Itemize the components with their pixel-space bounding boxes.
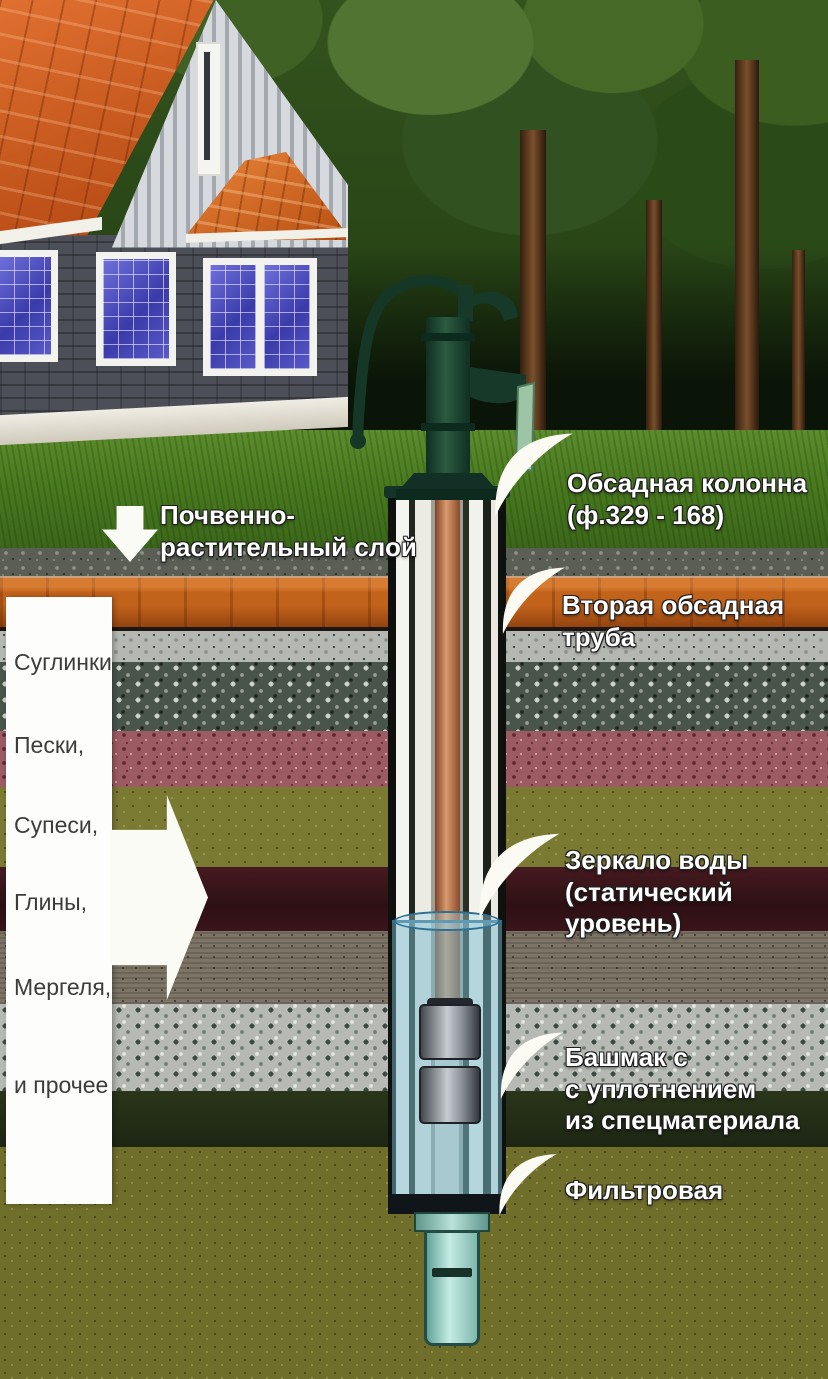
callout-shoe: Башмак с с уплотнением из спецматериала [565, 1042, 800, 1137]
tree-trunk [646, 200, 662, 470]
gable-window-slit [204, 52, 210, 160]
callout-water-level-line3: уровень) [565, 908, 682, 939]
callout-casing: Обсадная колонна (ф.329 - 168) [567, 468, 807, 531]
house-window [96, 252, 176, 366]
filter-collar [414, 1212, 490, 1232]
callout-shoe-line1: Башмак с [565, 1042, 688, 1072]
callout-arrow-second-casing [502, 567, 566, 635]
topsoil-label: Почвенно- растительный слой [160, 500, 417, 563]
soil-type-label: Пески, [14, 732, 85, 758]
callout-second-casing: Вторая обсадная труба [562, 590, 784, 653]
pump-handle [352, 275, 474, 441]
house [0, 0, 350, 450]
callout-second-casing-line1: Вторая обсадная [562, 590, 785, 620]
pump-rod [458, 285, 473, 321]
pump-base-flange [400, 473, 496, 489]
submersible-pump-lower [419, 1066, 481, 1124]
filter-slot [432, 1268, 472, 1277]
soil-types-panel: Суглинки Пески, Супеси, Глины, Мергеля, … [6, 597, 112, 1204]
topsoil-label-line2: растительный слой [160, 531, 417, 562]
soil-type-label: Глины, [14, 889, 88, 915]
soil-type-label: Супеси, [14, 812, 99, 838]
soil-type-label: и прочее [14, 1072, 109, 1098]
pump-handle-grip [350, 433, 366, 449]
pump-spout [470, 367, 526, 404]
callout-filter-line1: Фильтровая [565, 1175, 724, 1205]
pump-gooseneck [466, 291, 518, 321]
callout-arrow-filter [499, 1154, 557, 1216]
pump-body-band [421, 333, 475, 341]
callout-water-level-line1: Зеркало воды [565, 845, 749, 875]
submersible-pump-cap [427, 998, 473, 1008]
callout-water-level: Зеркало воды (статический уровень) [565, 845, 748, 940]
callout-arrow-casing [495, 433, 573, 517]
submersible-pump-upper [419, 1004, 481, 1060]
pump-base-plate [396, 489, 500, 500]
casing-shoe [388, 1194, 506, 1214]
callout-water-level-line2: (статический [565, 876, 733, 907]
callout-shoe-line2: с уплотнением [565, 1073, 757, 1104]
callout-shoe-line3: из спецматериала [565, 1105, 800, 1136]
soil-type-label: Мергеля, [14, 974, 112, 1000]
pump-body-band [421, 423, 475, 431]
house-window [257, 258, 317, 376]
static-water-level-line [394, 911, 500, 931]
callout-arrow-water-level [479, 833, 560, 920]
soil-type-label: Суглинки [14, 649, 112, 675]
tree-trunk [735, 60, 759, 470]
tree-trunk [792, 250, 805, 470]
house-window [0, 250, 58, 362]
callout-filter: Фильтровая [565, 1175, 723, 1207]
pump-body [426, 317, 470, 475]
callout-arrow-shoe [500, 1032, 564, 1100]
callout-casing-line2: (ф.329 - 168) [567, 499, 725, 530]
house-window [203, 258, 263, 376]
callout-casing-line1: Обсадная колонна [567, 468, 808, 498]
topsoil-label-line1: Почвенно- [160, 500, 296, 530]
filter-section [424, 1230, 480, 1346]
callout-second-casing-line2: труба [562, 621, 636, 652]
hand-pump [350, 275, 536, 500]
